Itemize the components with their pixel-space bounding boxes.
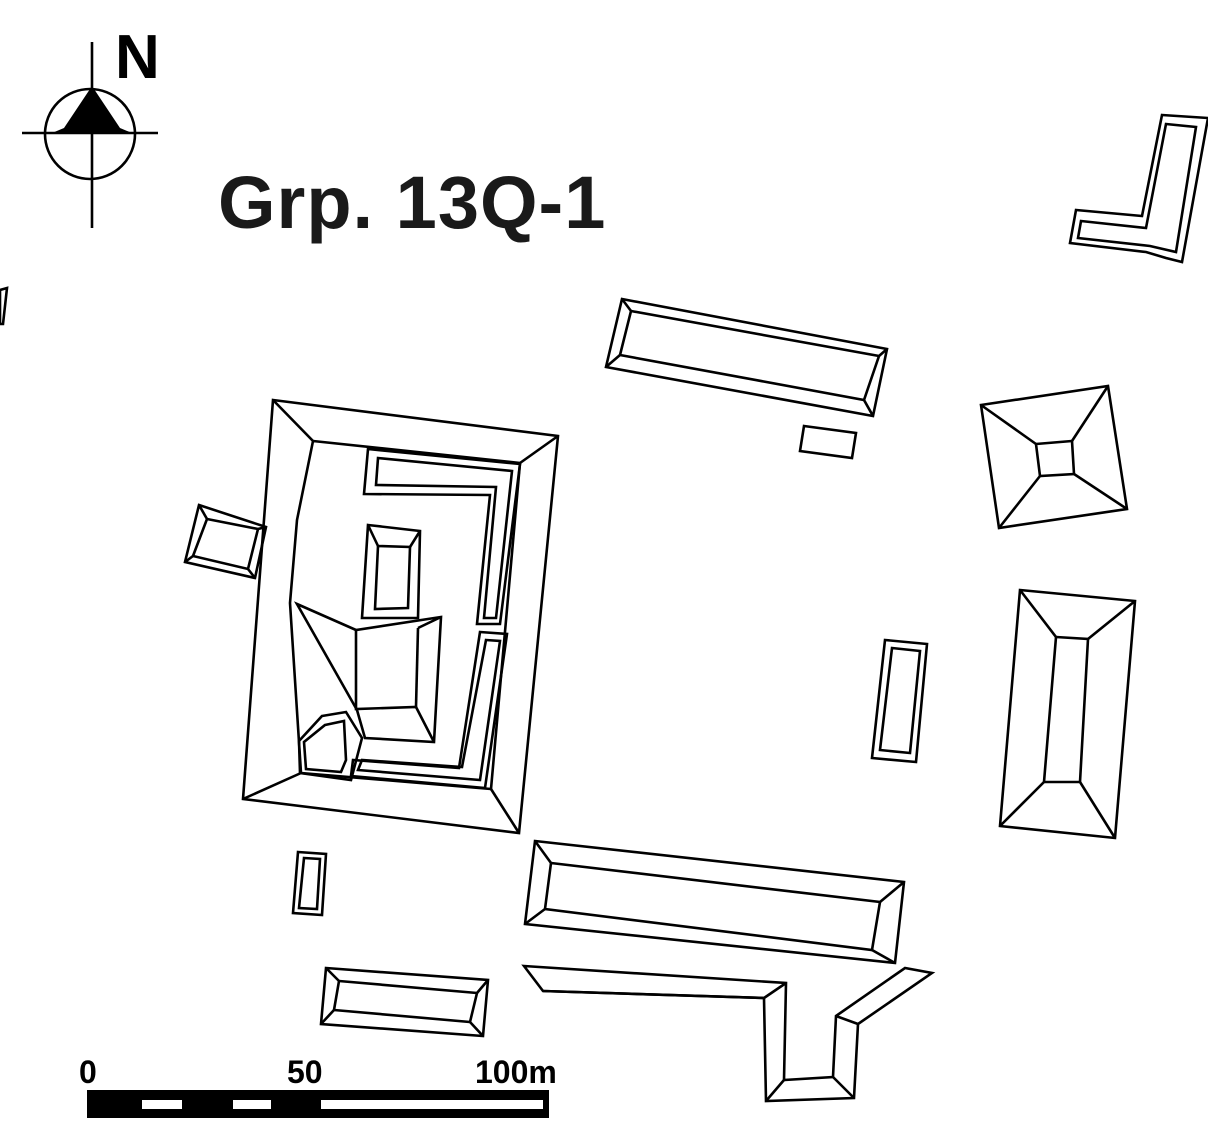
scale-label-100m: 100m — [475, 1054, 557, 1090]
structure-narrow-center — [870, 638, 929, 764]
structure-edge-fragment — [0, 286, 9, 326]
structure-annex-west — [183, 503, 268, 580]
structure-acropolis-main — [241, 398, 560, 835]
structure-long-north — [604, 297, 889, 418]
scale-bar — [87, 1090, 549, 1118]
structure-small-south — [291, 850, 328, 917]
structure-u-shaped-south — [521, 964, 936, 1103]
structure-long-southwest — [319, 966, 490, 1038]
north-arrow-icon — [22, 42, 158, 228]
map-title: Grp. 13Q-1 — [218, 161, 607, 244]
scale-label-0: 0 — [79, 1054, 97, 1090]
structure-small-north — [798, 424, 858, 460]
structure-l-shaped-northeast — [1068, 113, 1208, 264]
structure-long-south — [523, 839, 906, 965]
scale-label-50: 50 — [287, 1054, 323, 1090]
north-label: N — [115, 23, 160, 92]
structure-tall-east — [998, 588, 1137, 840]
structure-pyramid-east — [979, 384, 1129, 530]
